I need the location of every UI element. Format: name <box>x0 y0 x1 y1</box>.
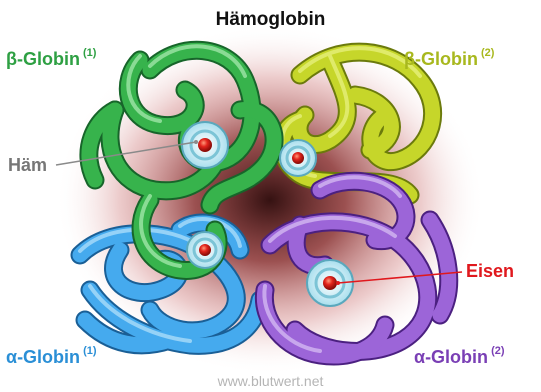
label-alpha-globin-2: α-Globin(2) <box>414 348 505 366</box>
label-beta-globin-2: β-Globin(2) <box>404 50 494 68</box>
watermark: www.blutwert.net <box>0 373 541 389</box>
haem-pointer-dot <box>194 140 198 144</box>
label-alpha-globin-1-text: α-Globin <box>6 347 80 367</box>
label-alpha-globin-1: α-Globin(1) <box>6 348 97 366</box>
label-beta-globin-1-text: β-Globin <box>6 49 80 69</box>
diagram-title: Hämoglobin <box>0 10 541 29</box>
label-alpha-globin-1-index: (1) <box>83 345 96 357</box>
label-beta-globin-1: β-Globin(1) <box>6 50 96 68</box>
label-alpha-globin-2-text: α-Globin <box>414 347 488 367</box>
iron-pointer-dot <box>336 281 340 285</box>
label-beta-globin-2-index: (2) <box>481 47 494 59</box>
haem-group-2 <box>280 140 316 176</box>
haem-group-3 <box>187 232 223 268</box>
label-alpha-globin-2-index: (2) <box>491 345 504 357</box>
label-iron: Eisen <box>466 262 514 280</box>
haem-group-1 <box>182 122 228 168</box>
label-beta-globin-2-text: β-Globin <box>404 49 478 69</box>
label-haem: Häm <box>8 156 47 174</box>
label-beta-globin-1-index: (1) <box>83 47 96 59</box>
